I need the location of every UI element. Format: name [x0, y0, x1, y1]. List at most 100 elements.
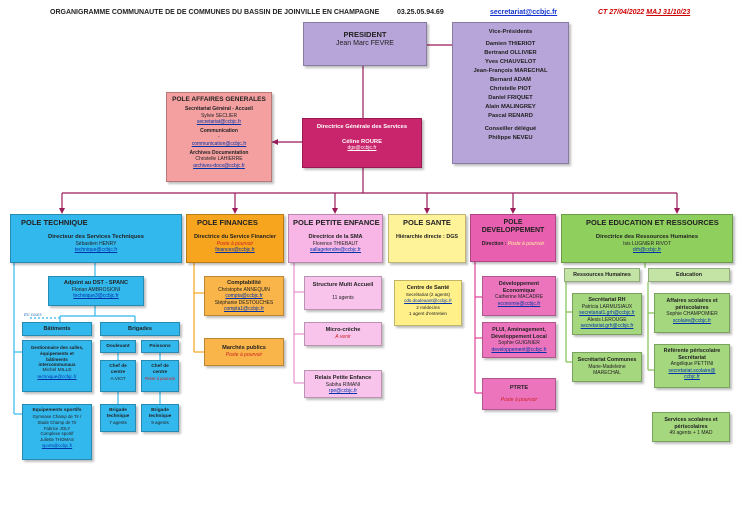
- vice-name: Yves CHAUVELOT: [485, 58, 536, 65]
- vice-name: Daniel FRIQUET: [488, 94, 533, 101]
- affaires-sec-email[interactable]: secretariat@ccbjc.fr: [196, 119, 242, 126]
- technique-title: POLE TECHNIQUE: [21, 218, 88, 227]
- technique-dir-name: Sébastien HENRY: [75, 240, 117, 247]
- enfance-dir-title: Directrice de la SMA: [308, 234, 363, 240]
- micro-title: Micro-crèche: [325, 327, 361, 333]
- relais-email[interactable]: rpe@ccbjc.fr: [328, 388, 358, 395]
- plui-email[interactable]: developpement@ccbjc.fr: [491, 346, 547, 353]
- education-title: POLE EDUCATION ET RESSOURCES: [586, 218, 719, 227]
- aff-email[interactable]: scolaire@ccbjc.fr: [672, 317, 712, 324]
- compta-email1[interactable]: compta@ccbjc.fr: [225, 293, 263, 300]
- pole-technique-box: POLE TECHNIQUE Directeur des Services Te…: [10, 214, 182, 263]
- arrow-sante: [424, 208, 430, 214]
- secrh-email1[interactable]: secretariat1.grh@ccbjc.fr: [579, 310, 635, 317]
- pole-dev-box: POLE DEVELOPPEMENT Direction : Poste à p…: [470, 214, 556, 262]
- edu-head: Education: [675, 272, 703, 278]
- en-cours-label: En cours: [24, 312, 42, 317]
- marches-status: Poste à pourvoir: [225, 351, 263, 358]
- dev-dir-line: Direction : Poste à pourvoir: [471, 241, 555, 248]
- adjoint-name: Florian AMBROSIONI: [71, 286, 121, 293]
- rh-head: Ressources Humaines: [573, 272, 631, 278]
- sma-count: 11 agents: [332, 294, 354, 301]
- plui-title1: PLUI, Aménagement,: [492, 327, 546, 333]
- batiments-title: Bâtiments: [43, 326, 71, 332]
- brigades-box: Brigades: [100, 322, 180, 336]
- dgs-box: Directrice Générale des Services Céline …: [302, 118, 422, 168]
- gest-line: bâtiments: [46, 356, 68, 362]
- affaires-com-title: Communication: [200, 127, 238, 134]
- pole-sante-box: POLE SANTE Hiérarchie directe : DGS: [388, 214, 466, 263]
- equip-line: Stade Champ de Tir: [37, 419, 77, 425]
- dev-dir-label: Direction :: [481, 241, 507, 247]
- gest-line: intercommunaux: [38, 362, 76, 368]
- comptabilite-box: Comptabilité Christophe ANNEQUIN compta@…: [204, 276, 284, 316]
- enfance-dir-email[interactable]: sallagetendre@ccbjc.fr: [310, 247, 361, 254]
- relais-name: Sabiha RIMANI: [325, 381, 361, 388]
- relais-box: Relais Petite Enfance Sabiha RIMANI rpe@…: [304, 370, 382, 398]
- sma-title: Structure Multi Accueil: [312, 282, 374, 288]
- adjoint-title: Adjoint au DST - SPANC: [63, 280, 129, 286]
- centre-line: 2 médecins: [416, 304, 440, 310]
- vice-name: Christelle PIOT: [489, 85, 532, 92]
- seccom-title: Secrétariat Communes: [577, 357, 637, 363]
- compta-email2[interactable]: compta1@ccbjc.fr: [223, 306, 265, 313]
- gest-line: équipements et: [40, 350, 74, 356]
- dev-title1: POLE: [503, 219, 523, 226]
- adjoint-box: Adjoint au DST - SPANC Florian AMBROSION…: [48, 276, 144, 306]
- micro-status: A venir: [335, 333, 351, 340]
- header-date: CT 27/04/2022 MAJ 31/10/23: [598, 9, 690, 16]
- brig1-title2: technique: [106, 414, 130, 419]
- marches-title: Marchés publics: [222, 345, 266, 351]
- secrh-name1: Patricia LARMUSIAUX: [581, 303, 633, 310]
- doulevant-box: Doulevant: [100, 340, 136, 353]
- gestionnaire-box: Gestionnaire des salles, équipements et …: [22, 340, 92, 392]
- equip-title: Equipements sportifs: [32, 408, 82, 413]
- equip-email[interactable]: sports@ccbjc.fr: [41, 442, 73, 448]
- ref-email2[interactable]: ccbjc.fr: [684, 374, 700, 381]
- vice-name: Pascal RENARD: [488, 112, 533, 119]
- centre-title: Centre de Santé: [406, 285, 450, 291]
- pole-education-box: POLE EDUCATION ET RESSOURCES Directrice …: [561, 214, 733, 263]
- vice-name: Bertrand OLLIVIER: [484, 49, 537, 56]
- chef1-title2: centre: [110, 370, 126, 375]
- secrh-email2[interactable]: secretariat.grh@ccbjc.fr: [580, 323, 634, 330]
- finances-dir-email[interactable]: finances@ccbjc.fr: [215, 247, 255, 254]
- dev-title2: DEVELOPPEMENT: [481, 227, 545, 234]
- poissons-box: Poissons: [141, 340, 179, 353]
- education-dir-name: Isis LUGNIER RIVOT: [623, 240, 671, 247]
- chef2-status: Poste à pourvoir: [144, 376, 176, 381]
- compta-title: Comptabilité: [227, 280, 261, 286]
- header-phone: 03.25.05.94.69: [397, 9, 444, 16]
- marches-box: Marchés publics Poste à pourvoir: [204, 338, 284, 366]
- affaires-arch-email[interactable]: archives-docs@ccbjc.fr: [193, 162, 245, 169]
- ref-email1[interactable]: secretariat.scolaire@: [668, 367, 716, 374]
- header-email[interactable]: secretariat@ccbjc.fr: [490, 9, 558, 16]
- technique-dir-title: Directeur des Services Techniques: [48, 234, 144, 240]
- education-dir-email[interactable]: drh@ccbjc.fr: [632, 247, 662, 254]
- affaires-sec-title: Secrétariat Général - Accueil: [185, 106, 253, 112]
- equip-line: Complexe sportif: [40, 431, 74, 437]
- president-title: PRESIDENT: [343, 30, 387, 39]
- technique-dir-email[interactable]: technique@ccbjc.fr: [74, 247, 118, 254]
- gest-line: Gestionnaire des salles,: [30, 345, 84, 350]
- aff-name: Sophie CHAMPOMIER: [666, 311, 718, 318]
- eco-email[interactable]: economie@ccbjc.fr: [497, 300, 541, 307]
- vice-presidents-box: Vice-Présidents Damien THIERIOT Bertrand…: [452, 22, 569, 164]
- plui-name: Sophie GUIGNIER: [498, 340, 540, 347]
- referente-box: Référente périscolaire Secrétariat Angél…: [654, 344, 730, 388]
- ref-title2: Secrétariat: [678, 354, 706, 361]
- sma-box: Structure Multi Accueil 11 agents: [304, 276, 382, 310]
- adjoint-email[interactable]: technique3@ccbjc.fr: [73, 293, 119, 300]
- aff-title1: Affaires scolaires et: [666, 298, 718, 304]
- arrow-dev: [510, 208, 516, 214]
- serv-title2: périscolaires: [674, 423, 708, 430]
- centre-email[interactable]: cds.douleuant@ccbjc.fr: [404, 298, 452, 304]
- affaires-com-email[interactable]: communication@ccbjc.fr: [191, 140, 247, 147]
- edu-header-box: Education: [648, 268, 730, 282]
- dev-eco-box: Développement Economique Catherine MACAD…: [482, 276, 556, 316]
- dgs-email[interactable]: dgs@ccbjc.fr: [347, 145, 377, 152]
- gest-email[interactable]: technique@ccbjc.fr: [37, 374, 77, 380]
- services-scolaires-box: Services scolaires et périscolaires 49 a…: [652, 412, 730, 442]
- compta-name2: Stéphanie DESTOUCHES: [214, 299, 274, 306]
- ptrte-title: PTRTE: [509, 385, 529, 391]
